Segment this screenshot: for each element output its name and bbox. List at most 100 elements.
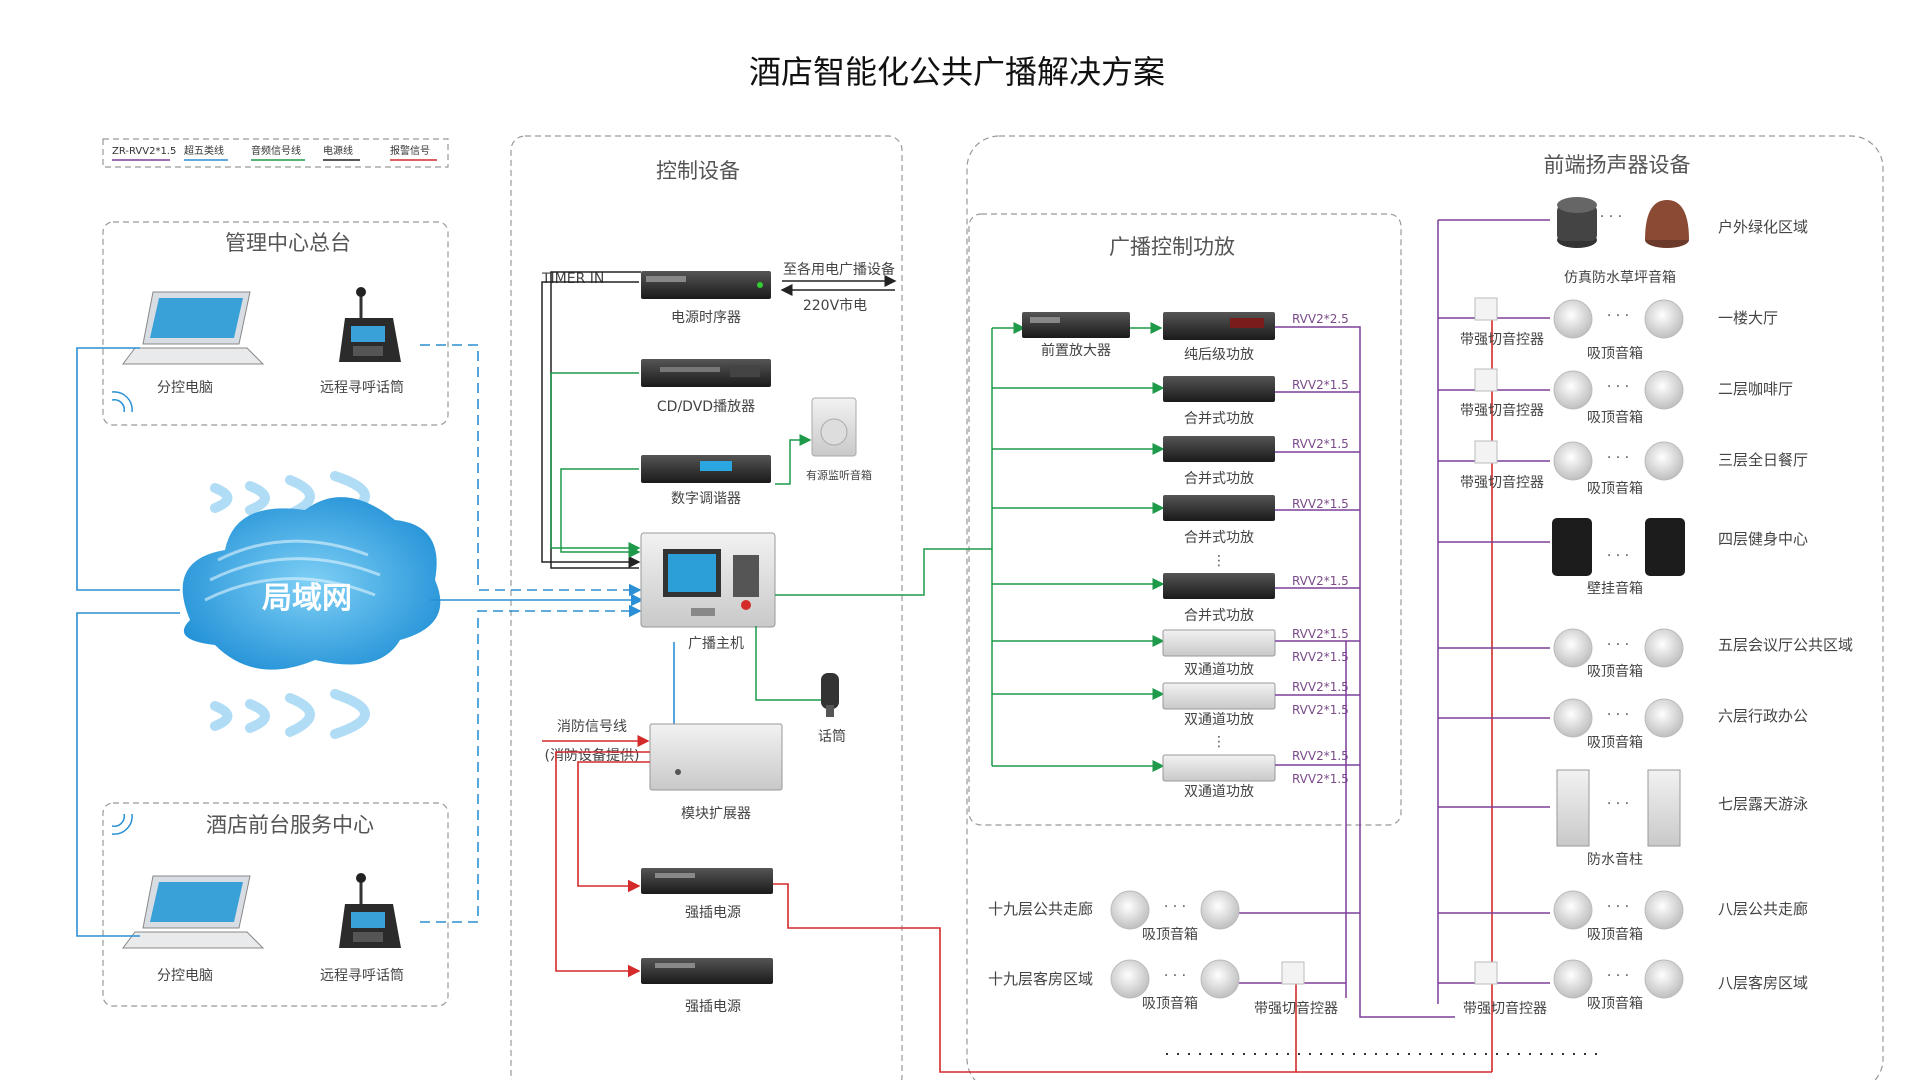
ceiling-label: 吸顶音箱 [1587, 345, 1643, 362]
power-sequencer-device [641, 271, 771, 299]
dvd-label: CD/DVD播放器 [657, 399, 755, 415]
legend-item: ZR-RVV2*1.5 [112, 146, 176, 157]
mixer-amp-label: 合并式功放 [1184, 530, 1254, 546]
amp-box [968, 213, 1402, 826]
cable-label: RVV2*1.5 [1292, 627, 1349, 641]
paging-mic-icon [339, 873, 401, 948]
svg-text:· · ·: · · · [1607, 379, 1629, 395]
mains-label: 220V市电 [803, 297, 867, 314]
ceiling-label: 吸顶音箱 [1587, 995, 1643, 1012]
zone-label: 六层行政办公 [1718, 707, 1808, 725]
audio-cabling [550, 322, 1165, 772]
module-expander-device [649, 723, 783, 791]
speaker-title: 前端扬声器设备 [1544, 153, 1691, 177]
svg-text:· · ·: · · · [1607, 548, 1629, 564]
reception-box [102, 802, 449, 1007]
cable-label: RVV2*1.5 [1292, 680, 1349, 694]
legend-item: 报警信号 [390, 144, 430, 157]
svg-text:⋮: ⋮ [1212, 553, 1226, 569]
monitor-label: 有源监听音箱 [806, 468, 872, 482]
management-title: 管理中心总台 [225, 231, 351, 255]
broadcast-host-device [640, 532, 776, 628]
expander-label: 模块扩展器 [681, 806, 751, 822]
legend-item: 电源线 [323, 144, 353, 157]
speaker-cabling [1238, 219, 1550, 1018]
power1-label: 强插电源 [685, 905, 741, 921]
tuner-label: 数字调谐器 [671, 491, 741, 507]
ceiling-label: 吸顶音箱 [1587, 926, 1643, 943]
management-pc-label: 分控电脑 [157, 380, 213, 396]
svg-text:· · ·: · · · [1164, 968, 1186, 984]
power2-label: 强插电源 [685, 999, 741, 1015]
timer-in-label: TIMER IN [541, 271, 604, 287]
cable-label: RVV2*1.5 [1292, 703, 1349, 717]
controller-label: 带强切音控器 [1460, 474, 1544, 491]
column-speaker-icon [1556, 769, 1681, 847]
mixer-amp-label: 合并式功放 [1184, 471, 1254, 487]
ceiling-label: 吸顶音箱 [1142, 995, 1198, 1012]
preamp-label: 前置放大器 [1041, 342, 1111, 359]
mixer-amp-label: 合并式功放 [1184, 411, 1254, 427]
svg-text:· · ·: · · · [1607, 899, 1629, 915]
svg-text:· · ·: · · · [1607, 308, 1629, 324]
signal-wave-icon [210, 471, 370, 739]
laptop-icon [122, 875, 265, 949]
lan-label: 局域网 [262, 581, 352, 616]
fire-line-label: 消防信号线 [557, 719, 627, 735]
alarm-cabling [555, 318, 1493, 1073]
paging-mic-icon [339, 287, 401, 362]
control-box [510, 135, 903, 1080]
forced-power-device [641, 868, 773, 894]
controller-label: 带强切音控器 [1460, 402, 1544, 419]
reception-pc-label: 分控电脑 [157, 968, 213, 984]
cable-label: RVV2*1.5 [1292, 574, 1349, 588]
controller-label: 带强切音控器 [1463, 1000, 1547, 1017]
ceiling-speaker-icon [1110, 299, 1684, 999]
monitor-speaker-icon [811, 397, 857, 457]
amp-title: 广播控制功放 [1109, 235, 1235, 259]
lan-cabling [76, 344, 675, 937]
lawn-speaker-icon [1557, 197, 1689, 248]
ceiling-label: 吸顶音箱 [1587, 734, 1643, 751]
dual-amp-device [1162, 629, 1276, 782]
zone-labels: 户外绿化区域 一楼大厅 二层咖啡厅 三层全日餐厅 四层健身中心 五层会议厅公共区… [988, 218, 1853, 992]
legend-item: 超五类线 [184, 144, 224, 157]
dual-amp-label: 双通道功放 [1184, 784, 1254, 800]
reception-title: 酒店前台服务中心 [206, 813, 374, 837]
svg-text:· · ·: · · · [1607, 637, 1629, 653]
host-label: 广播主机 [688, 636, 744, 652]
ceiling-label: 吸顶音箱 [1587, 480, 1643, 497]
zone-label: 户外绿化区域 [1718, 218, 1808, 236]
ceiling-label: 吸顶音箱 [1587, 663, 1643, 680]
zone-label: 十九层公共走廊 [988, 900, 1093, 918]
wall-speaker-icon [1552, 518, 1685, 576]
management-mic-label: 远程寻呼话筒 [320, 379, 404, 396]
lawn-label: 仿真防水草坪音箱 [1564, 269, 1676, 286]
cable-label: RVV2*1.5 [1292, 437, 1349, 451]
svg-text:· · ·: · · · [1600, 209, 1622, 225]
sequencer-label: 电源时序器 [671, 310, 741, 326]
cable-label: RVV2*2.5 [1292, 312, 1349, 326]
zone-label: 二层咖啡厅 [1718, 380, 1793, 398]
ceiling-label: 吸顶音箱 [1587, 409, 1643, 426]
page-title: 酒店智能化公共广播解决方案 [749, 53, 1165, 91]
svg-text:· · ·: · · · [1607, 450, 1629, 466]
mixer-amp-label: 合并式功放 [1184, 608, 1254, 624]
preamp-device [1022, 312, 1130, 338]
power-cabling [541, 271, 641, 569]
svg-text:⋮: ⋮ [1212, 734, 1226, 750]
cable-label: RVV2*1.5 [1292, 772, 1349, 786]
zone-label: 八层客房区域 [1718, 974, 1808, 992]
zone-label: 八层公共走廊 [1718, 900, 1808, 918]
dvd-player-device [641, 359, 771, 387]
zone-label: 一楼大厅 [1718, 309, 1778, 327]
forced-power-device [641, 958, 773, 984]
microphone-icon [821, 673, 839, 717]
speaker-box [966, 135, 1884, 1080]
zone-label: 十九层客房区域 [988, 970, 1093, 988]
legend: ZR-RVV2*1.5 超五类线 音频信号线 电源线 报警信号 [102, 138, 449, 168]
cable-label: RVV2*1.5 [1292, 650, 1349, 664]
ceiling-label: 吸顶音箱 [1142, 926, 1198, 943]
management-box [102, 221, 449, 426]
